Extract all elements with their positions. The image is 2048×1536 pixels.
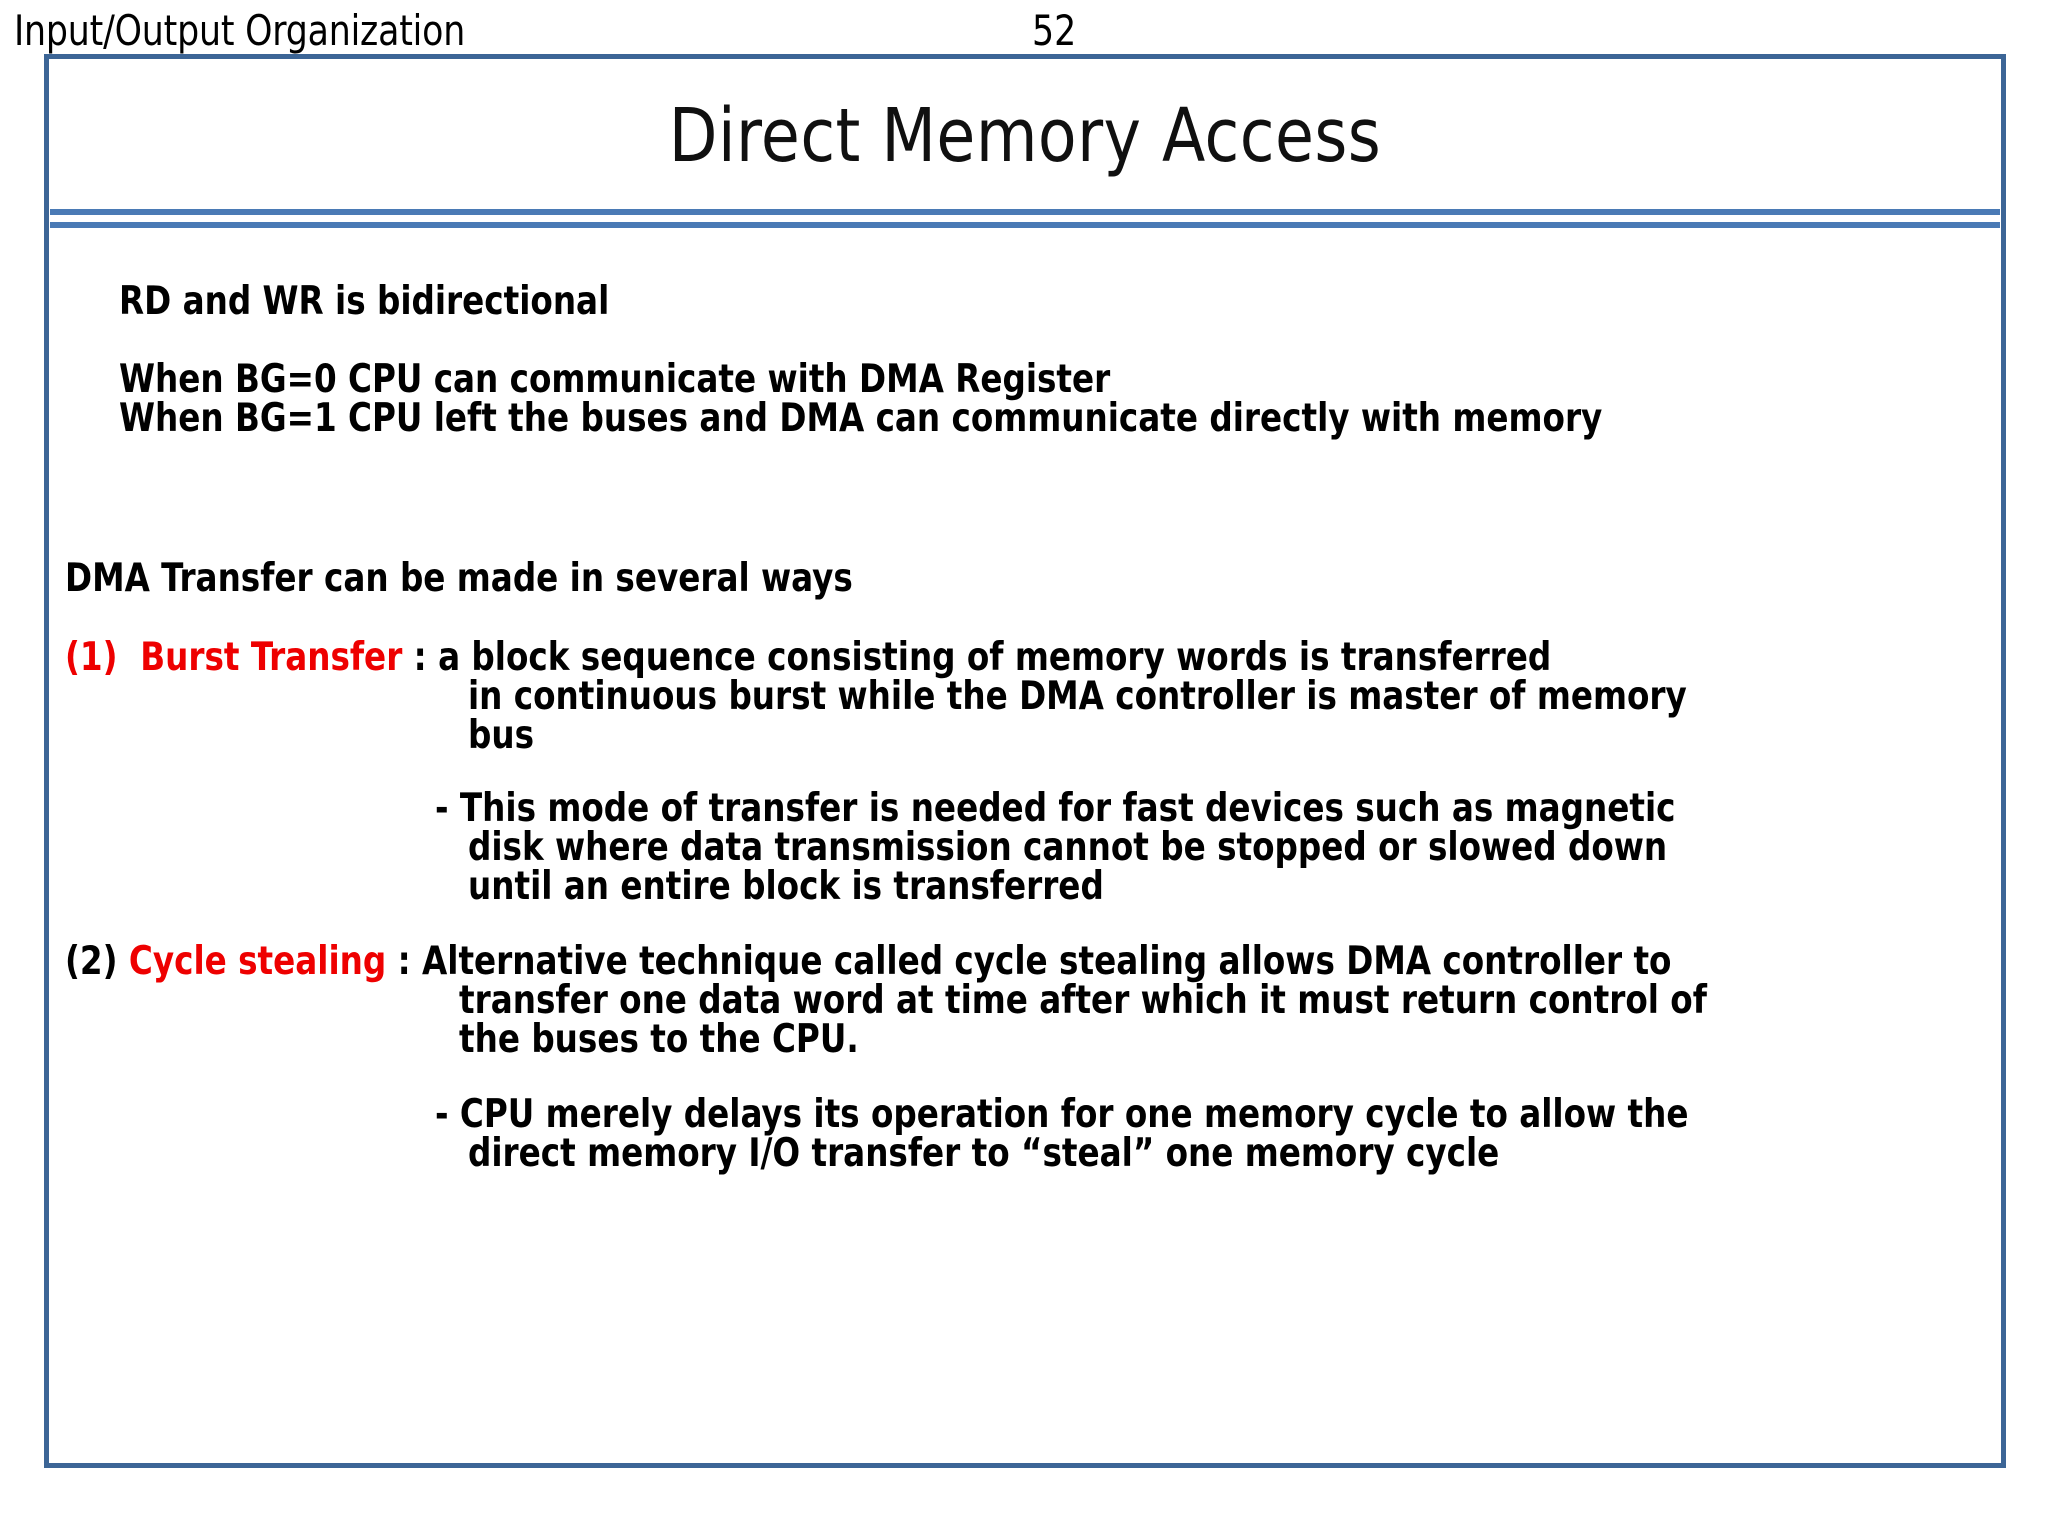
divider-line-bottom: [50, 222, 2000, 228]
line-bg1: When BG=1 CPU left the buses and DMA can…: [119, 396, 1603, 441]
item2-text: : Alternative technique called cycle ste…: [397, 939, 1672, 984]
item1-sub-bullet-2: disk where data transmission cannot be s…: [468, 825, 1668, 870]
slide-body: RD and WR is bidirectional When BG=0 CPU…: [49, 235, 2001, 1463]
list-item-burst-transfer: (1) Burst Transfer : a block sequence co…: [65, 635, 1551, 681]
line-transfer-ways: DMA Transfer can be made in several ways: [65, 556, 853, 601]
title-divider: [50, 207, 2000, 231]
slide-frame: Direct Memory Access RD and WR is bidire…: [44, 54, 2006, 1468]
item1-sub-bullet-1: - This mode of transfer is needed for fa…: [435, 786, 1676, 831]
item2-sub-bullet-1: - CPU merely delays its operation for on…: [435, 1092, 1689, 1137]
title-band: Direct Memory Access: [49, 59, 2001, 211]
page-header: Input/Output Organization 52: [14, 6, 1104, 56]
item2-continuation-1: transfer one data word at time after whi…: [459, 978, 1707, 1023]
item2-continuation-2: the buses to the CPU.: [459, 1017, 859, 1062]
item1-number: (1): [65, 635, 118, 680]
slide-title: Direct Memory Access: [668, 93, 1382, 179]
item1-term: Burst Transfer: [140, 635, 403, 680]
page-number: 52: [1032, 6, 1077, 55]
line-rd-wr: RD and WR is bidirectional: [119, 279, 610, 324]
item2-term: Cycle stealing: [128, 939, 387, 984]
line-bg0: When BG=0 CPU can communicate with DMA R…: [119, 357, 1111, 402]
course-title: Input/Output Organization: [14, 6, 466, 55]
item1-continuation-1: in continuous burst while the DMA contro…: [468, 674, 1687, 719]
item1-continuation-2: bus: [468, 713, 535, 758]
divider-line-top: [50, 209, 2000, 215]
item1-sub-bullet-3: until an entire block is transferred: [468, 864, 1104, 909]
list-item-cycle-stealing: (2) Cycle stealing : Alternative techniq…: [65, 939, 1671, 985]
item2-number: (2): [65, 939, 118, 984]
item1-text: : a block sequence consisting of memory …: [413, 635, 1552, 680]
item2-sub-bullet-2: direct memory I/O transfer to “steal” on…: [468, 1131, 1500, 1176]
